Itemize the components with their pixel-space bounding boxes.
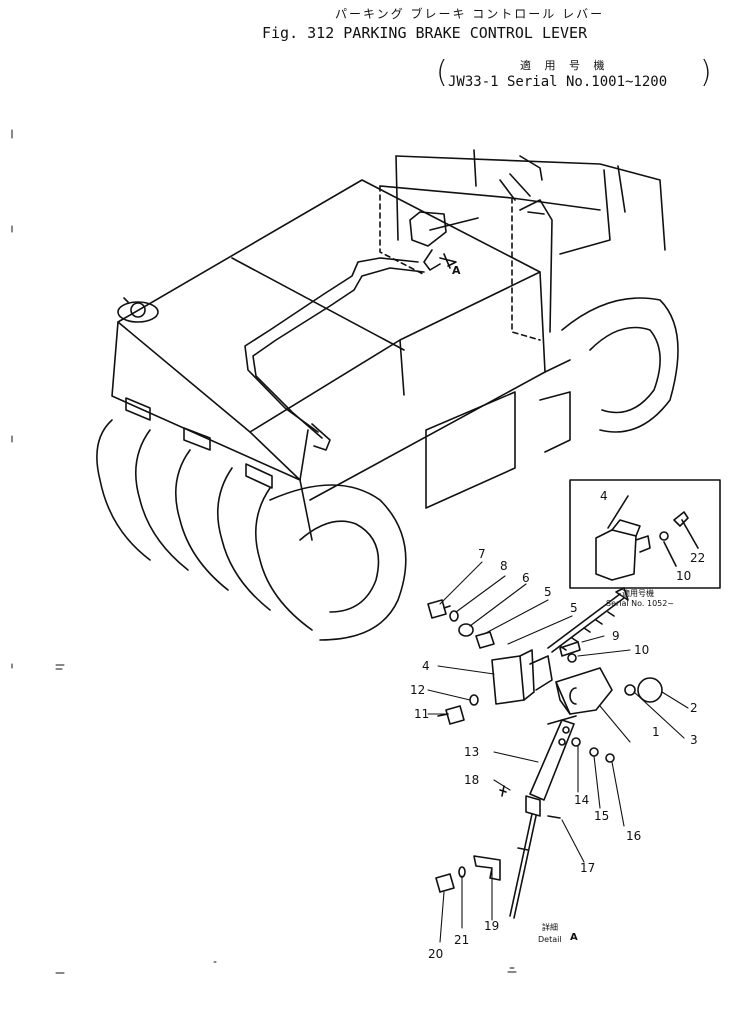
detail-part-22: 22 xyxy=(690,551,705,565)
part-number-13: 13 xyxy=(464,745,479,759)
part-number-1: 1 xyxy=(652,725,660,739)
part-number-6: 6 xyxy=(522,571,530,585)
part-number-14: 14 xyxy=(574,793,589,807)
detail-a-label: Detail xyxy=(538,935,562,944)
part-number-5a: 5 xyxy=(570,601,578,615)
part-number-10: 10 xyxy=(634,643,649,657)
paren-right: ) xyxy=(700,55,712,90)
part-number-11: 11 xyxy=(414,707,429,721)
part-number-20: 20 xyxy=(428,947,443,961)
detail-a-marker: 詳細 Detail A xyxy=(538,922,578,944)
leader-lines xyxy=(427,561,689,943)
detail-a-label-jp: 詳細 xyxy=(542,922,558,932)
part-number-17: 17 xyxy=(580,861,595,875)
part-number-8: 8 xyxy=(500,559,508,573)
part-number-21: 21 xyxy=(454,933,469,947)
view-marker-a xyxy=(439,253,457,269)
applicability-serial: JW33-1 Serial No.1001~1200 xyxy=(448,74,668,90)
part-number-19: 19 xyxy=(484,919,499,933)
detail-label-jp: 適用号機 xyxy=(622,588,654,598)
applicability-label: 適 用 号 機 xyxy=(520,59,610,72)
margin-marks xyxy=(11,129,517,974)
machine-illustration xyxy=(96,149,679,641)
part-number-7: 7 xyxy=(478,547,486,561)
part-number-15: 15 xyxy=(594,809,609,823)
detail-serial: Serial No. 1052~ xyxy=(606,599,674,608)
part-number-5b: 5 xyxy=(544,585,552,599)
view-marker-letter: A xyxy=(452,264,461,277)
detail-part-4: 4 xyxy=(600,489,608,503)
page-title: Fig. 312 PARKING BRAKE CONTROL LEVER xyxy=(262,24,588,42)
part-number-3: 3 xyxy=(690,733,698,747)
exploded-parts xyxy=(427,587,663,919)
part-number-2: 2 xyxy=(690,701,698,715)
title-japanese: パーキング ブレーキ コントロール レバー xyxy=(335,7,605,21)
detail-a-letter: A xyxy=(570,932,578,943)
part-number-12: 12 xyxy=(410,683,425,697)
detail-inset xyxy=(569,479,721,589)
part-number-16: 16 xyxy=(626,829,641,843)
part-number-4: 4 xyxy=(422,659,430,673)
detail-part-10: 10 xyxy=(676,569,691,583)
part-number-18: 18 xyxy=(464,773,479,787)
paren-left: ( xyxy=(436,55,448,90)
part-number-labels: 1 2 3 4 5 5 6 7 8 9 10 11 12 13 14 15 16… xyxy=(410,547,698,961)
part-number-9: 9 xyxy=(612,629,620,643)
